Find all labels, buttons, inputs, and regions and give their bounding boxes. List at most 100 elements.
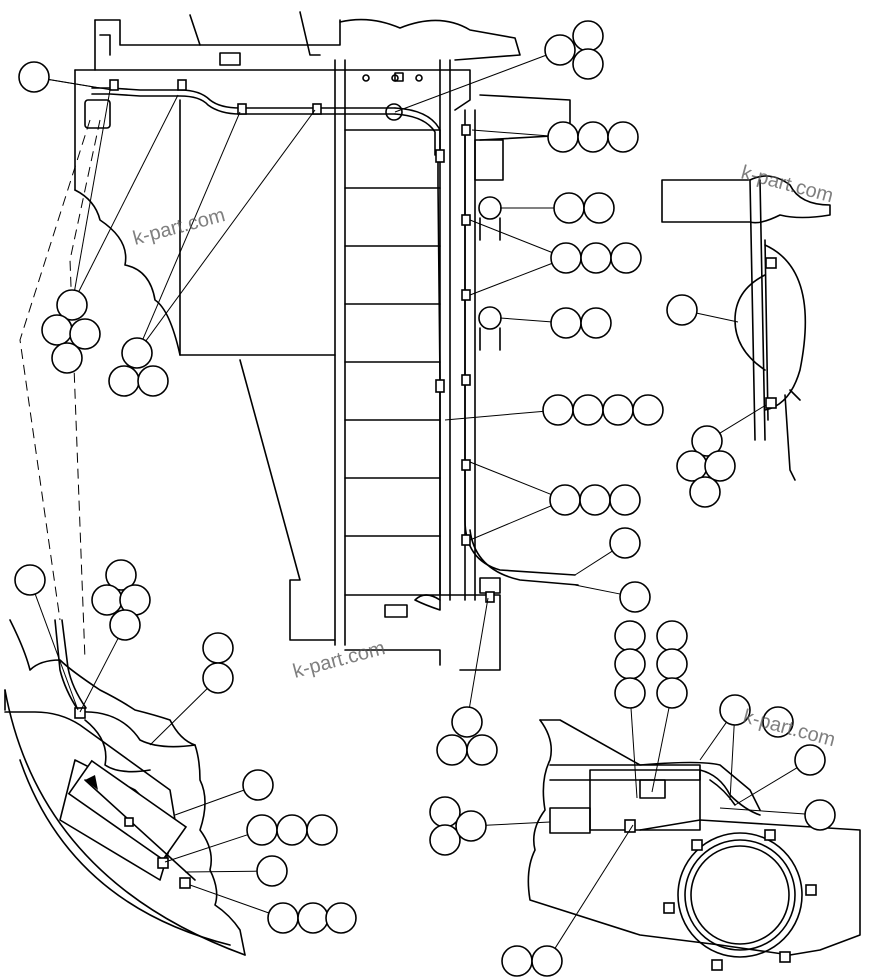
leader-line <box>142 111 241 340</box>
hose-routing-main <box>84 79 579 611</box>
callout-bubble <box>602 394 634 426</box>
callout-bubble <box>202 662 234 694</box>
callout-bubble <box>455 810 487 842</box>
leader-line <box>34 593 79 711</box>
callout-bubble <box>610 242 642 274</box>
leader-line <box>485 821 551 826</box>
callout-bubble <box>105 559 137 591</box>
callout-bubble <box>580 307 612 339</box>
callout-bubble <box>246 814 278 846</box>
callout-bubble <box>51 342 83 374</box>
watermark: k-part.com <box>131 204 228 250</box>
callout-bubble <box>572 20 604 52</box>
callout-bubble <box>572 394 604 426</box>
callout-bubble <box>579 484 611 516</box>
callout-bubble <box>267 902 299 934</box>
watermark: k-part.com <box>291 637 388 683</box>
leader-line <box>48 78 113 91</box>
callout-bubble <box>656 648 688 680</box>
callout-bubble <box>614 677 646 709</box>
callout-bubble <box>632 394 664 426</box>
callout-bubble <box>689 476 721 508</box>
leader-line <box>145 109 316 342</box>
leader-line <box>719 404 767 434</box>
callout-bubble <box>550 242 582 274</box>
callout-bubbles <box>14 20 836 977</box>
callout-bubble <box>531 945 563 977</box>
leader-line <box>164 834 248 863</box>
leader-line <box>630 707 638 799</box>
callout-bubble <box>202 632 234 664</box>
callout-bubble <box>547 121 579 153</box>
callout-bubble <box>41 314 73 346</box>
callout-bubble <box>242 769 274 801</box>
leader-line <box>699 722 727 761</box>
callout-bubble <box>553 192 585 224</box>
callout-bubble <box>614 620 646 652</box>
leader-line <box>471 129 549 137</box>
callout-bubble <box>276 814 308 846</box>
callout-bubble <box>429 824 461 856</box>
leader-line <box>469 505 552 541</box>
leader-line <box>184 870 258 873</box>
dashed-leaders <box>19 119 101 661</box>
callout-bubble <box>325 902 357 934</box>
leader-line <box>174 789 245 816</box>
callout-bubble <box>656 620 688 652</box>
leader-line <box>719 807 806 815</box>
callout-bubble <box>549 484 581 516</box>
leader-line <box>574 584 621 595</box>
callout-bubble <box>804 799 836 831</box>
callout-bubble <box>580 242 612 274</box>
callout-bubble <box>18 61 50 93</box>
leader-line <box>78 94 179 292</box>
ladder-rungs <box>344 129 441 537</box>
callout-bubble <box>550 307 582 339</box>
callout-bubble <box>572 48 604 80</box>
watermark: k-part.com <box>739 162 836 208</box>
callout-bubble <box>609 527 641 559</box>
leader-lines <box>34 54 806 949</box>
callout-bubble <box>109 609 141 641</box>
callout-bubble <box>137 365 169 397</box>
callout-bubble <box>544 34 576 66</box>
leader-line <box>574 550 613 576</box>
leader-line <box>729 724 735 801</box>
leader-line <box>469 597 489 708</box>
callout-bubble <box>121 337 153 369</box>
callout-bubble <box>762 706 794 738</box>
callout-bubble <box>691 425 723 457</box>
leader-line <box>651 707 670 793</box>
lower-left-detail <box>4 619 246 956</box>
callout-bubble <box>501 945 533 977</box>
callout-bubble <box>451 706 483 738</box>
leader-line <box>394 54 547 113</box>
callout-bubble <box>666 294 698 326</box>
lamp-detail <box>661 175 831 481</box>
callout-bubble <box>56 289 88 321</box>
callout-bubble <box>719 694 751 726</box>
callout-bubble <box>619 581 651 613</box>
leader-line <box>499 317 552 323</box>
callout-bubble <box>256 855 288 887</box>
leader-line <box>554 824 634 949</box>
callout-bubble <box>656 677 688 709</box>
leader-line <box>444 410 544 421</box>
callout-bubble <box>69 318 101 350</box>
callout-bubble <box>466 734 498 766</box>
leader-line <box>149 688 208 746</box>
callout-bubble <box>794 744 826 776</box>
callout-bubble <box>14 564 46 596</box>
callout-bubble <box>542 394 574 426</box>
callout-bubble <box>91 584 123 616</box>
leader-line <box>79 638 119 713</box>
callout-bubble <box>614 648 646 680</box>
callout-bubble <box>577 121 609 153</box>
callout-bubble <box>429 796 461 828</box>
callout-bubble <box>583 192 615 224</box>
leader-line <box>469 262 553 296</box>
lower-right-detail <box>527 719 861 971</box>
callout-bubble <box>609 484 641 516</box>
callout-bubble <box>306 814 338 846</box>
